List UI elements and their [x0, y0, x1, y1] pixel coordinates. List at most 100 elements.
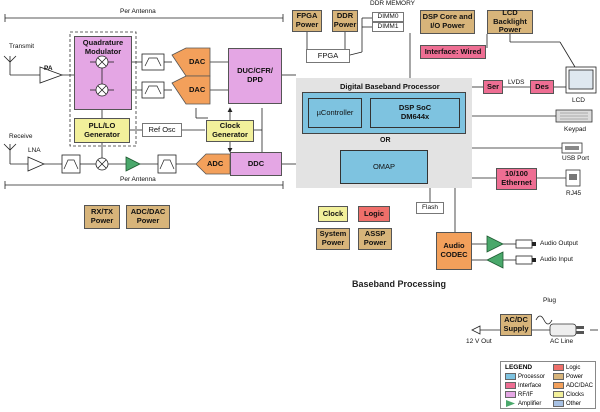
audio-output-label: Audio Output	[540, 240, 578, 247]
ddc-block: DDC	[230, 152, 282, 176]
keypad-label: Keypad	[564, 126, 587, 133]
dimm0-block: DIMM0	[372, 12, 404, 22]
legend-label-power: Power	[566, 373, 584, 380]
legend-item-rf-if: RF/IF	[505, 391, 533, 398]
audio-in-amp-icon	[486, 251, 504, 269]
duc-cfr-dpd-block: DUC/CFR/ DPD	[228, 48, 282, 104]
twelve-v-out-label: 12 V Out	[466, 338, 492, 345]
pll-lo-generator-block: PLL/LO Generator	[74, 118, 130, 143]
audio-codec-block: Audio CODEC	[436, 232, 472, 270]
legend-item-interface: Interface	[505, 382, 541, 389]
rx-amplifier-icon	[125, 156, 141, 172]
modulator-mixers-overlay	[90, 55, 114, 97]
legend-item-clocks: Clocks	[553, 391, 584, 398]
lcd-backlight-power-block: LCD Backlight Power	[487, 8, 533, 35]
flash-label: Flash	[422, 204, 438, 212]
rx-filter-1-icon	[61, 154, 81, 174]
lna-amplifier-icon	[27, 156, 45, 172]
legend-swatch-rf-if	[505, 391, 516, 398]
baseband-processing-title: Baseband Processing	[352, 279, 447, 289]
legend-item-logic: Logic	[553, 364, 580, 371]
des-label: Des	[535, 81, 549, 91]
legend-label-processor: Processor	[518, 373, 546, 380]
plug-icon	[549, 323, 584, 337]
usb-port-icon	[561, 142, 583, 154]
modulator-dashed-outline	[69, 31, 137, 147]
plug-label: Plug	[543, 297, 557, 304]
usb-port-label: USB Port	[562, 155, 590, 162]
per-antenna-bottom-label: Per Antenna	[120, 176, 156, 183]
fpga-label: FPGA	[317, 50, 339, 60]
transmit-antenna-icon	[3, 55, 17, 63]
legend-item-adc-dac: ADC/DAC	[553, 382, 593, 389]
dsp-core-power-label: DSP Core and I/O Power	[422, 12, 473, 30]
ac-line-label: AC Line	[550, 338, 574, 345]
flash-block: Flash	[416, 202, 444, 214]
fpga-power-block: FPGA Power	[292, 10, 322, 32]
rj45-label: RJ45	[566, 190, 582, 197]
lvds-label: LVDS	[508, 79, 525, 86]
dimm1-label: DIMM1	[377, 23, 399, 31]
legend-label-other: Other	[566, 400, 582, 407]
system-power-block: System Power	[316, 228, 350, 250]
legend-label-clocks: Clocks	[566, 391, 585, 398]
logic-block: Logic	[358, 206, 390, 222]
interface-wired-label: Interface: Wired	[424, 46, 482, 56]
legend-item-amplifier: Amplifier	[505, 400, 541, 407]
lcd-monitor-icon	[565, 66, 597, 94]
omap-block: OMAP	[340, 150, 428, 184]
audio-input-label: Audio Input	[540, 256, 573, 263]
audio-output-jack-icon	[515, 239, 533, 249]
adc-label: ADC	[207, 159, 224, 168]
dsp-soc-block: DSP SoC DM644x	[370, 98, 460, 128]
legend-swatch-logic	[553, 364, 564, 371]
audio-codec-label: Audio CODEC	[440, 241, 468, 259]
dimm0-label: DIMM0	[377, 13, 399, 21]
per-antenna-top-label: Per Antenna	[120, 8, 156, 15]
ucontroller-label: µController	[316, 107, 354, 117]
tx-filter-q-icon	[141, 81, 165, 99]
legend-item-power: Power	[553, 373, 583, 380]
legend-swatch-processor	[505, 373, 516, 380]
legend-label-logic: Logic	[566, 364, 581, 371]
ddr-memory-label: DDR MEMORY	[370, 0, 416, 7]
clock-block: Clock	[318, 206, 348, 222]
pll-lo-label: PLL/LO Generator	[84, 120, 120, 139]
ucontroller-block: µController	[308, 98, 362, 128]
ser-label: Ser	[486, 81, 500, 91]
des-block: Des	[530, 80, 554, 94]
pa-amplifier-icon	[39, 66, 64, 84]
clock-generator-label: Clock Generator	[212, 121, 248, 139]
legend-amplifier-icon	[506, 400, 515, 407]
ref-osc-label: Ref Osc	[148, 124, 176, 134]
legend-label-rf-if: RF/IF	[518, 391, 533, 398]
legend-item-other: Other	[553, 400, 581, 407]
lna-label: LNA	[28, 147, 41, 154]
ref-osc-block: Ref Osc	[142, 123, 182, 137]
audio-input-jack-icon	[515, 255, 533, 265]
adc-dac-power-label: ADC/DAC Power	[130, 207, 166, 225]
dac-2-label: DAC	[189, 85, 206, 94]
dsp-soc-label: DSP SoC DM644x	[398, 103, 432, 121]
quadrature-modulator-label: Quadrature Modulator	[82, 38, 124, 56]
logic-label: Logic	[364, 208, 384, 218]
legend-swatch-interface	[505, 382, 516, 389]
system-power-label: System Power	[319, 229, 347, 247]
lcd-backlight-label: LCD Backlight Power	[493, 8, 527, 35]
ac-sine-icon	[535, 315, 553, 325]
or-label: OR	[380, 137, 391, 144]
rx-tx-power-block: RX/TX Power	[84, 205, 120, 229]
assp-power-label: ASSP Power	[363, 229, 387, 247]
audio-out-amp-icon	[486, 235, 504, 253]
legend-item-processor: Processor	[505, 373, 545, 380]
fpga-block: FPGA	[306, 49, 350, 63]
assp-power-block: ASSP Power	[358, 228, 392, 250]
legend: LEGEND Processor Interface RF/IF Amplifi…	[500, 361, 596, 409]
omap-label: OMAP	[372, 161, 396, 171]
transmit-label: Transmit	[9, 43, 35, 50]
adc-dac-power-block: ADC/DAC Power	[126, 205, 170, 229]
legend-label-interface: Interface	[518, 382, 542, 389]
ac-dc-supply-label: AC/DC Supply	[503, 315, 529, 333]
rx-tx-power-label: RX/TX Power	[90, 207, 114, 225]
